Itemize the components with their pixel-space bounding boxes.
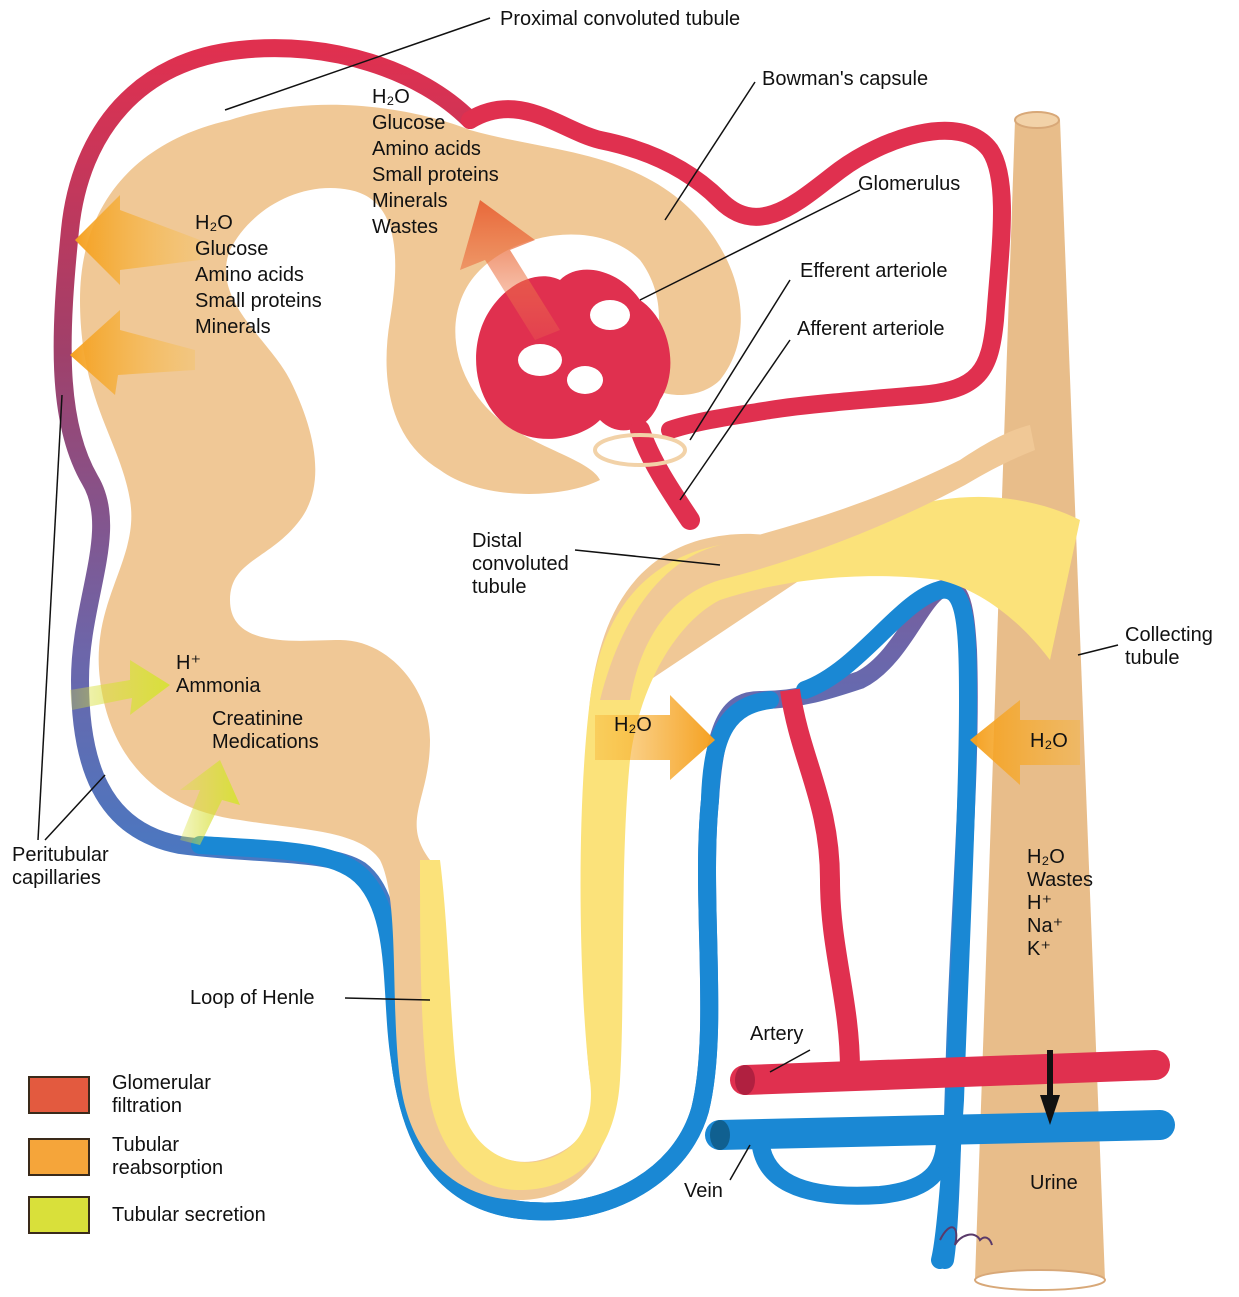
label-h2o-collecting: H₂O — [1030, 730, 1068, 753]
label-glomerulus: Glomerulus — [858, 173, 960, 196]
glomerulus — [476, 270, 670, 439]
collecting-duct-top — [1015, 112, 1059, 128]
collecting-duct-bottom — [975, 1270, 1105, 1290]
label-h2o-loop: H₂O — [614, 714, 652, 737]
legend-swatch — [28, 1138, 90, 1176]
label-efferent-arteriole: Efferent arteriole — [800, 260, 948, 283]
legend-swatch — [28, 1196, 90, 1234]
label-bowmans-capsule: Bowman's capsule — [762, 68, 928, 91]
artery-horizontal — [745, 1065, 1155, 1080]
legend-swatch — [28, 1076, 90, 1114]
artery-vertical — [790, 690, 850, 1070]
label-proximal-convoluted-tubule: Proximal convoluted tubule — [500, 8, 740, 31]
vein-horizontal — [720, 1125, 1160, 1135]
label-loop-of-henle: Loop of Henle — [190, 987, 315, 1010]
label-artery: Artery — [750, 1023, 803, 1046]
label-vein: Vein — [684, 1180, 723, 1203]
label-urine: Urine — [1030, 1172, 1078, 1195]
legend-item-tubular-secretion: Tubular secretion — [28, 1196, 266, 1234]
label-afferent-arteriole: Afferent arteriole — [797, 318, 945, 341]
secreted-list-ions: H⁺Ammonia — [176, 652, 260, 698]
